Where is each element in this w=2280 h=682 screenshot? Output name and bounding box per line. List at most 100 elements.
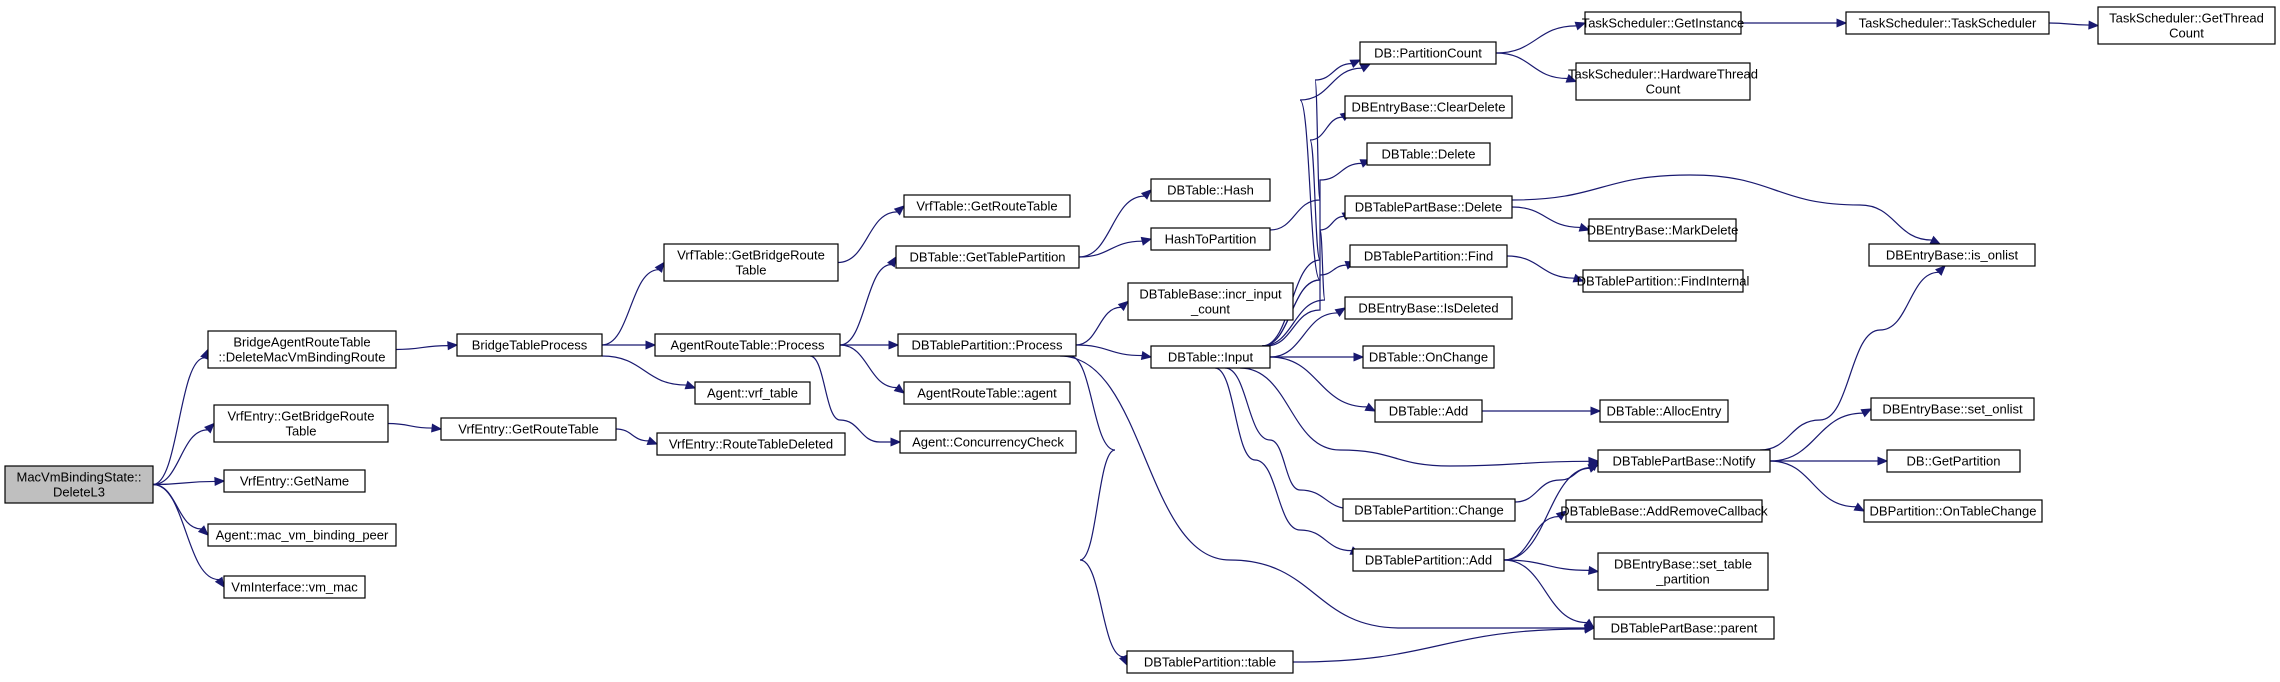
- node-dbt-input[interactable]: DBTable::Input: [1150, 345, 1271, 369]
- node-dbtp-add[interactable]: DBTablePartition::Add: [1352, 548, 1505, 572]
- node-root[interactable]: MacVmBindingState::DeleteL3: [4, 465, 154, 504]
- node-db-gp[interactable]: DB::GetPartition: [1886, 449, 2021, 473]
- edge-line: [152, 480, 216, 486]
- node-dbtpb-notify[interactable]: DBTablePartBase::Notify: [1597, 449, 1771, 473]
- node-dbt-ae[interactable]: DBTable::AllocEntry: [1599, 399, 1729, 423]
- node-btp[interactable]: BridgeTableProcess: [456, 333, 603, 357]
- node-dbtp-change[interactable]: DBTablePartition::Change: [1342, 498, 1516, 522]
- node-label: DB::GetPartition: [1907, 454, 2001, 469]
- node-dbt-onchange[interactable]: DBTable::OnChange: [1362, 345, 1495, 369]
- node-art-proc[interactable]: AgentRouteTable::Process: [654, 333, 841, 357]
- edge-line: [1069, 355, 1124, 658]
- node-label: DBTablePartition::Add: [1365, 553, 1492, 568]
- node-dbeb-so[interactable]: DBEntryBase::set_onlist: [1870, 397, 2035, 421]
- node-vrft-grt[interactable]: VrfTable::GetRouteTable: [903, 194, 1071, 218]
- edge-root-to-agent-mvbp: [152, 483, 209, 536]
- node-box: [1127, 282, 1294, 321]
- node-box: [1362, 345, 1495, 369]
- node-label: VrfEntry::GetBridgeRoute: [228, 409, 375, 424]
- arrowhead: [1836, 18, 1848, 28]
- arrowhead: [214, 576, 225, 589]
- node-vrfe-rtd[interactable]: VrfEntry::RouteTableDeleted: [656, 432, 846, 456]
- node-vrfe-name[interactable]: VrfEntry::GetName: [223, 469, 366, 493]
- node-dbt-delete[interactable]: DBTable::Delete: [1366, 142, 1491, 166]
- node-dbt-hash[interactable]: DBTable::Hash: [1150, 178, 1271, 202]
- node-dbtb-arc[interactable]: DBTableBase::AddRemoveCallback: [1560, 499, 1768, 523]
- node-db-pc[interactable]: DB::PartitionCount: [1359, 41, 1497, 65]
- node-dbeb-md[interactable]: DBEntryBase::MarkDelete: [1587, 218, 1739, 242]
- node-vmi-mac[interactable]: VmInterface::vm_mac: [223, 575, 366, 599]
- node-label: DBTableBase::incr_input: [1139, 287, 1282, 302]
- arrowhead: [1574, 21, 1587, 31]
- arrowhead: [2088, 20, 2100, 30]
- node-dbtp-fi[interactable]: DBTablePartition::FindInternal: [1577, 269, 1750, 293]
- node-label: Agent::ConcurrencyCheck: [912, 435, 1064, 450]
- edge-dbtp-add-to-dbeb-stp: [1503, 559, 1600, 575]
- node-box: [4, 465, 154, 504]
- node-label: Table: [285, 424, 316, 439]
- node-ts-gi[interactable]: TaskScheduler::GetInstance: [1582, 11, 1745, 35]
- edge-line: [1769, 460, 1857, 508]
- node-dbtpb-parent[interactable]: DBTablePartBase::parent: [1593, 616, 1775, 640]
- edge-line: [152, 483, 219, 581]
- node-label: VrfTable::GetBridgeRoute: [677, 248, 825, 263]
- edge-line: [1224, 367, 1352, 510]
- node-dbt-add[interactable]: DBTable::Add: [1374, 399, 1483, 423]
- nodes-layer: MacVmBindingState::DeleteL3 BridgeAgentRo…: [4, 6, 2276, 674]
- node-agent-vrft[interactable]: Agent::vrf_table: [694, 381, 811, 405]
- edge-dbtp-proc-to-dbt-input: [1075, 344, 1153, 360]
- node-box: [1863, 499, 2043, 523]
- node-dbtp-table[interactable]: DBTablePartition::table: [1126, 650, 1294, 674]
- edge-dbtp-table-to-dbtpb-parent: [1292, 624, 1596, 663]
- node-dbeb-isdel[interactable]: DBEntryBase::IsDeleted: [1344, 296, 1513, 320]
- node-label: DBTable::Delete: [1382, 147, 1476, 162]
- node-agent-mvbp[interactable]: Agent::mac_vm_binding_peer: [207, 523, 397, 547]
- node-label: DBTable::Add: [1389, 404, 1469, 419]
- edge-line: [1269, 63, 1352, 231]
- node-agent-cc[interactable]: Agent::ConcurrencyCheck: [899, 430, 1077, 454]
- node-label: DBEntryBase::MarkDelete: [1587, 223, 1739, 238]
- node-dbp-otc[interactable]: DBPartition::OnTableChange: [1863, 499, 2043, 523]
- node-box: [456, 333, 603, 357]
- node-bart-del[interactable]: BridgeAgentRouteTable::DeleteMacVmBindin…: [207, 330, 397, 369]
- node-box: [1344, 296, 1513, 320]
- node-ts-ts[interactable]: TaskScheduler::TaskScheduler: [1845, 11, 2050, 35]
- node-dbeb-io[interactable]: DBEntryBase::is_onlist: [1868, 243, 2036, 267]
- edge-line: [1503, 559, 1587, 624]
- node-label: VrfEntry::GetRouteTable: [458, 422, 598, 437]
- node-dbtb-iic[interactable]: DBTableBase::incr_input_count: [1127, 282, 1294, 321]
- edge-line: [601, 269, 659, 346]
- node-dbtpb-delete[interactable]: DBTablePartBase::Delete: [1344, 195, 1513, 219]
- node-box: [1150, 345, 1271, 369]
- arrowhead: [890, 437, 902, 447]
- arrowhead: [1565, 74, 1578, 83]
- node-label: DBTable::GetTablePartition: [909, 250, 1065, 265]
- arrowhead: [1140, 189, 1152, 200]
- node-dbeb-stp[interactable]: DBEntryBase::set_table_partition: [1597, 552, 1769, 591]
- node-h2p[interactable]: HashToPartition: [1150, 227, 1271, 251]
- edge-root-to-vmi-mac: [152, 483, 225, 589]
- arrowhead: [447, 341, 459, 351]
- node-vrfe-grt[interactable]: VrfEntry::GetRouteTable: [440, 417, 617, 441]
- edge-dbt-gtp-to-dbt-hash: [1078, 189, 1152, 258]
- edge-line: [1495, 25, 1577, 54]
- node-label: DBTablePartBase::parent: [1611, 621, 1758, 636]
- node-box: [1597, 552, 1769, 591]
- node-dbt-gtp[interactable]: DBTable::GetTablePartition: [895, 245, 1080, 269]
- node-box: [897, 333, 1077, 357]
- node-dbtp-find[interactable]: DBTablePartition::Find: [1349, 244, 1508, 268]
- edge-root-to-vrfe-gbrt: [152, 422, 215, 486]
- node-box: [1868, 243, 2036, 267]
- node-box: [899, 430, 1077, 454]
- edge-line: [837, 211, 898, 264]
- node-dbeb-cd[interactable]: DBEntryBase::ClearDelete: [1344, 95, 1513, 119]
- node-art-agent[interactable]: AgentRouteTable::agent: [903, 381, 1071, 405]
- node-label: TaskScheduler::GetThread: [2109, 11, 2264, 26]
- edge-line: [1078, 195, 1145, 258]
- node-dbtp-proc[interactable]: DBTablePartition::Process: [897, 333, 1077, 357]
- node-label: BridgeAgentRouteTable: [233, 335, 370, 350]
